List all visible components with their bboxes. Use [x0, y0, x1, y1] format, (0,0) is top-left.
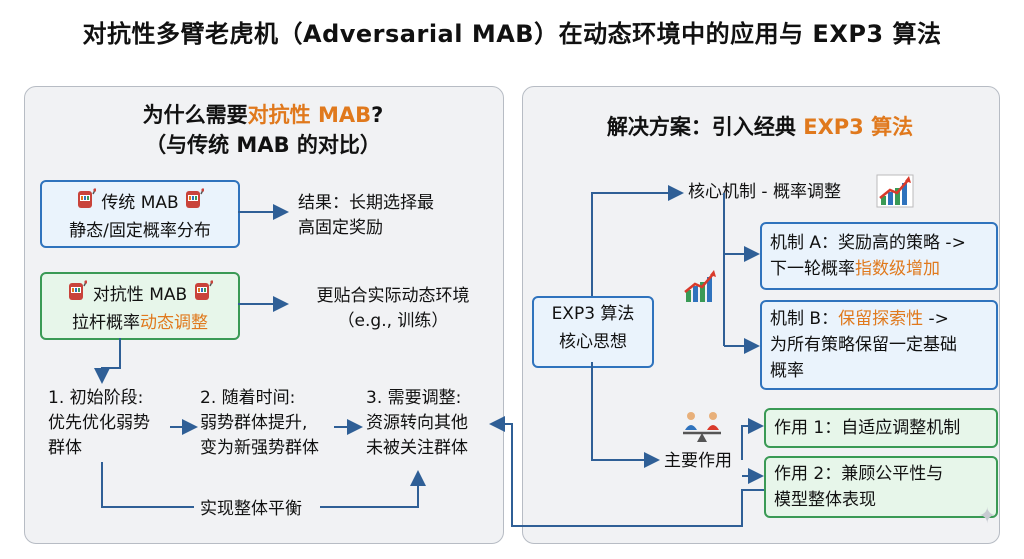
right-title-highlight: EXP3 算法 [803, 115, 914, 139]
exp3-core-line1: EXP3 算法 [551, 304, 635, 324]
right-title-prefix: 解决方案：引入经典 [606, 115, 804, 139]
traditional-mab-name: 传统 MAB [101, 193, 179, 213]
traditional-result-line2: 高固定奖励 [298, 218, 383, 238]
slot-machine-icon [184, 188, 205, 218]
sparkle-icon: ✦ [978, 504, 997, 529]
mechanism-b-line1: 机制 B：保留探索性 -> [770, 306, 996, 332]
adversarial-mab-name: 对抗性 MAB [92, 285, 188, 305]
traditional-mab-desc: 静态/固定概率分布 [69, 221, 211, 241]
slot-machine-icon [193, 280, 214, 310]
adversarial-mab-desc: 拉杆概率动态调整 [42, 310, 238, 336]
step-1-line2: 优先优化弱势 [48, 413, 150, 433]
left-title-line2: （与传统 MAB 的对比） [145, 133, 381, 157]
mechanism-a-line2-prefix: 下一轮概率 [770, 259, 855, 279]
core-mechanism-text: 核心机制 - 概率调整 [688, 182, 841, 202]
slot-machine-icon [67, 280, 89, 310]
step-2-title: 2. 随着时间: [200, 388, 296, 408]
effect-2-line1: 作用 2：兼顾公平性与 [774, 464, 944, 484]
step-2-line3: 变为新强势群体 [200, 438, 319, 458]
effect-2-line2: 模型整体表现 [774, 490, 876, 510]
left-panel-title: 为什么需要对抗性 MAB? （与传统 MAB 的对比） [24, 100, 502, 160]
growth-chart-icon [876, 174, 914, 212]
mechanism-b-suffix: -> [923, 309, 949, 329]
traditional-result-line1: 结果：长期选择最 [298, 193, 434, 213]
mechanism-a-line2: 下一轮概率指数级增加 [770, 256, 996, 282]
adversarial-result-line1: 更贴合实际动态环境 [316, 286, 470, 306]
mechanism-a-highlight: 指数级增加 [855, 259, 940, 279]
traditional-result: 结果：长期选择最 高固定奖励 [298, 191, 434, 241]
step-3-line2: 资源转向其他 [366, 413, 468, 433]
effect-1-box: 作用 1：自适应调整机制 [764, 408, 998, 448]
left-title-suffix: ? [371, 103, 384, 127]
effect-1-text: 作用 1：自适应调整机制 [774, 418, 961, 438]
adversarial-mab-box: 对抗性 MAB 拉杆概率动态调整 [40, 272, 240, 340]
adversarial-desc-prefix: 拉杆概率 [72, 313, 140, 333]
step-1-title: 1. 初始阶段: [48, 388, 144, 408]
mechanism-a-box: 机制 A：奖励高的策略 -> 下一轮概率指数级增加 [760, 222, 998, 290]
core-mechanism-label: 核心机制 - 概率调整 [688, 180, 841, 205]
mechanism-b-box: 机制 B：保留探索性 -> 为所有策略保留一定基础 概率 [760, 300, 998, 390]
mechanism-a-line1: 机制 A：奖励高的策略 -> [770, 233, 966, 253]
adversarial-result-line2: （e.g., 训练） [337, 311, 449, 331]
step-2: 2. 随着时间: 弱势群体提升, 变为新强势群体 [200, 386, 319, 461]
adversarial-result: 更贴合实际动态环境 （e.g., 训练） [298, 284, 488, 334]
step-1: 1. 初始阶段: 优先优化弱势 群体 [48, 386, 150, 461]
step-3: 3. 需要调整: 资源转向其他 未被关注群体 [366, 386, 468, 461]
mechanism-b-line2: 为所有策略保留一定基础 [770, 335, 957, 355]
step-1-line3: 群体 [48, 438, 82, 458]
step-3-title: 3. 需要调整: [366, 388, 462, 408]
right-panel-title: 解决方案：引入经典 EXP3 算法 [522, 112, 998, 142]
slot-machine-icon [76, 188, 97, 218]
traditional-mab-box: 传统 MAB 静态/固定概率分布 [40, 180, 240, 248]
exp3-core-box: EXP3 算法 核心思想 [532, 296, 654, 368]
mechanism-b-prefix: 机制 B： [770, 309, 839, 329]
page-title: 对抗性多臂老虎机（Adversarial MAB）在动态环境中的应用与 EXP3… [82, 20, 942, 48]
growth-chart-icon [681, 268, 719, 308]
main-effects-label: 主要作用 [664, 451, 732, 471]
people-balance-icon [680, 410, 724, 448]
effect-2-box: 作用 2：兼顾公平性与 模型整体表现 [764, 456, 998, 518]
step-2-line2: 弱势群体提升, [200, 413, 308, 433]
exp3-core-line2: 核心思想 [559, 332, 627, 352]
balance-label: 实现整体平衡 [200, 499, 302, 519]
left-title-prefix: 为什么需要 [142, 103, 248, 127]
adversarial-desc-highlight: 动态调整 [140, 313, 208, 333]
mechanism-b-line3: 概率 [770, 361, 804, 381]
left-title-highlight: 对抗性 MAB [247, 103, 372, 127]
step-3-line3: 未被关注群体 [366, 438, 468, 458]
mechanism-b-highlight: 保留探索性 [838, 309, 924, 329]
